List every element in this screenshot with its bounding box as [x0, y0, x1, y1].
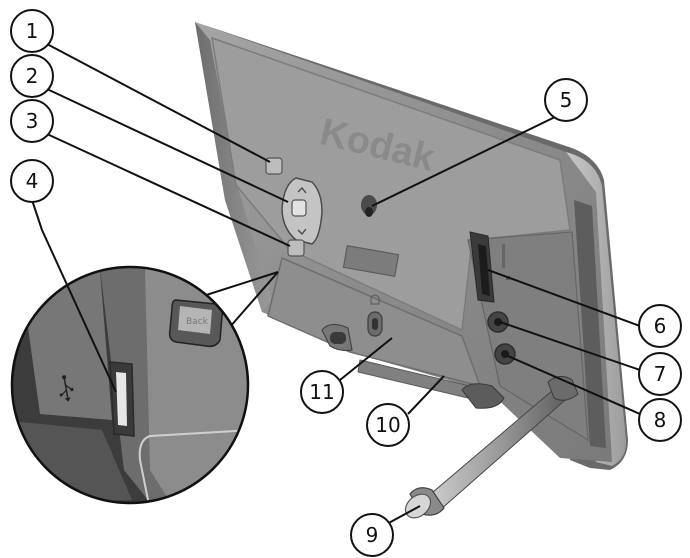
inset-border — [10, 265, 250, 505]
leader-line-10 — [407, 375, 445, 415]
memory-card-slot[interactable] — [469, 231, 495, 303]
callout-number: 4 — [26, 169, 39, 193]
callout-number: 6 — [654, 314, 667, 338]
callout-8: 8 — [638, 398, 682, 442]
callout-1: 1 — [10, 9, 54, 53]
leader-line-3 — [46, 133, 291, 247]
callout-number: 2 — [26, 64, 39, 88]
callout-2: 2 — [10, 54, 54, 98]
nav-down-arrow-icon — [297, 228, 307, 235]
callouts: 1 2 3 4 5 6 7 8 — [10, 9, 682, 557]
power-button[interactable] — [494, 343, 516, 365]
four-way-navigation-icon[interactable] — [281, 177, 323, 245]
leader-line-5 — [371, 115, 558, 207]
callout-3: 3 — [10, 99, 54, 143]
label-plate — [342, 244, 400, 278]
leader-line-6 — [487, 269, 641, 327]
callout-6: 6 — [638, 304, 682, 348]
leader-line-1 — [46, 43, 271, 163]
callout-7: 7 — [638, 352, 682, 396]
callout-number: 7 — [654, 362, 667, 386]
leader-line-4 — [31, 199, 117, 393]
leader-lines — [31, 43, 641, 526]
usb-icon — [59, 375, 74, 402]
callout-number: 9 — [366, 523, 379, 547]
callout-number: 1 — [26, 19, 39, 43]
callout-number: 8 — [654, 408, 667, 432]
callout-11: 11 — [300, 370, 344, 414]
callout-5: 5 — [544, 78, 588, 122]
nav-up-arrow-icon — [297, 187, 307, 194]
leader-line-2 — [46, 88, 289, 203]
leader-line-8 — [507, 355, 641, 415]
callout-number: 3 — [26, 109, 39, 133]
back-button[interactable] — [287, 239, 305, 257]
leader-line-7 — [499, 321, 641, 371]
callout-9: 9 — [350, 513, 394, 557]
wall-mount-hole — [361, 195, 377, 217]
leader-line-11 — [339, 337, 393, 381]
callout-4: 4 — [10, 159, 54, 203]
lock-icon — [367, 294, 383, 337]
callout-number: 10 — [375, 413, 400, 437]
inset-zoom: Back — [10, 265, 250, 505]
callout-number: 5 — [560, 88, 573, 112]
stand-hinge — [321, 323, 471, 399]
callout-number: 11 — [309, 380, 334, 404]
inset-back-button[interactable]: Back — [168, 299, 224, 348]
usb-port[interactable] — [109, 361, 135, 437]
callout-10: 10 — [366, 403, 410, 447]
stand-foot — [461, 383, 505, 409]
inset-back-label: Back — [186, 317, 209, 327]
ok-button[interactable] — [291, 199, 307, 217]
dc-power-jack[interactable] — [487, 311, 509, 333]
leader-line-9 — [384, 505, 421, 526]
